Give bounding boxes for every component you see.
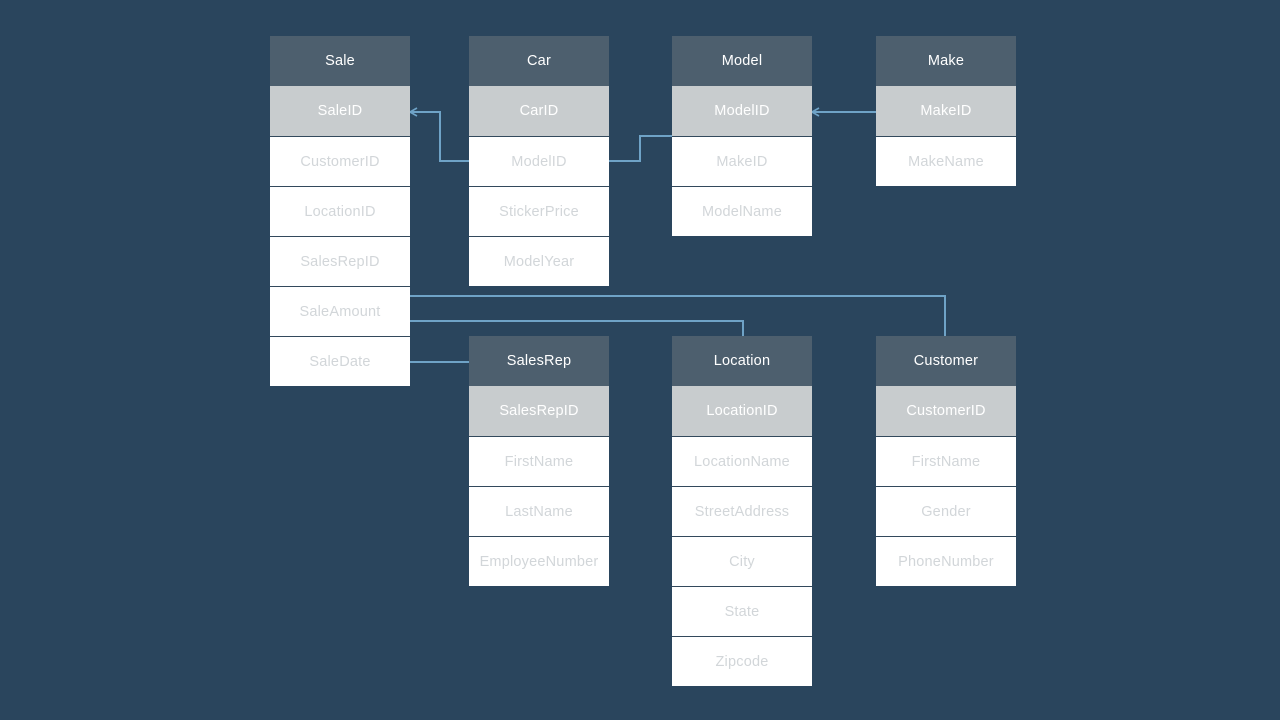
table-field[interactable]: FirstName (876, 436, 1016, 486)
table-field[interactable]: FirstName (469, 436, 609, 486)
table-field[interactable]: Gender (876, 486, 1016, 536)
primary-key-field[interactable]: SaleID (270, 86, 410, 136)
relationship-line (609, 135, 672, 162)
table-field[interactable]: ModelYear (469, 236, 609, 286)
entity-table-title: Model (672, 36, 812, 86)
primary-key-field[interactable]: MakeID (876, 86, 1016, 136)
entity-table-title: Location (672, 336, 812, 386)
relationship-line (410, 320, 744, 336)
table-field[interactable]: SaleDate (270, 336, 410, 386)
entity-table-title: SalesRep (469, 336, 609, 386)
table-field[interactable]: SaleAmount (270, 286, 410, 336)
entity-table-title: Car (469, 36, 609, 86)
primary-key-field[interactable]: LocationID (672, 386, 812, 436)
table-field[interactable]: Zipcode (672, 636, 812, 686)
table-field[interactable]: PhoneNumber (876, 536, 1016, 586)
table-field[interactable]: ModelID (469, 136, 609, 186)
relationship-line (410, 295, 946, 336)
table-field[interactable]: StickerPrice (469, 186, 609, 236)
relationship-line (410, 111, 469, 162)
primary-key-field[interactable]: ModelID (672, 86, 812, 136)
table-field[interactable]: StreetAddress (672, 486, 812, 536)
table-field[interactable]: MakeID (672, 136, 812, 186)
table-field[interactable]: City (672, 536, 812, 586)
primary-key-field[interactable]: CustomerID (876, 386, 1016, 436)
entity-table-title: Make (876, 36, 1016, 86)
entity-table-title: Sale (270, 36, 410, 86)
table-field[interactable]: LocationName (672, 436, 812, 486)
table-field[interactable]: EmployeeNumber (469, 536, 609, 586)
primary-key-field[interactable]: SalesRepID (469, 386, 609, 436)
primary-key-field[interactable]: CarID (469, 86, 609, 136)
relationship-arrow-icon (409, 107, 418, 117)
table-field[interactable]: State (672, 586, 812, 636)
table-field[interactable]: MakeName (876, 136, 1016, 186)
table-field[interactable]: ModelName (672, 186, 812, 236)
table-field[interactable]: CustomerID (270, 136, 410, 186)
table-field[interactable]: LocationID (270, 186, 410, 236)
entity-table-title: Customer (876, 336, 1016, 386)
table-field[interactable]: SalesRepID (270, 236, 410, 286)
relationship-arrow-icon (811, 107, 820, 117)
table-field[interactable]: LastName (469, 486, 609, 536)
